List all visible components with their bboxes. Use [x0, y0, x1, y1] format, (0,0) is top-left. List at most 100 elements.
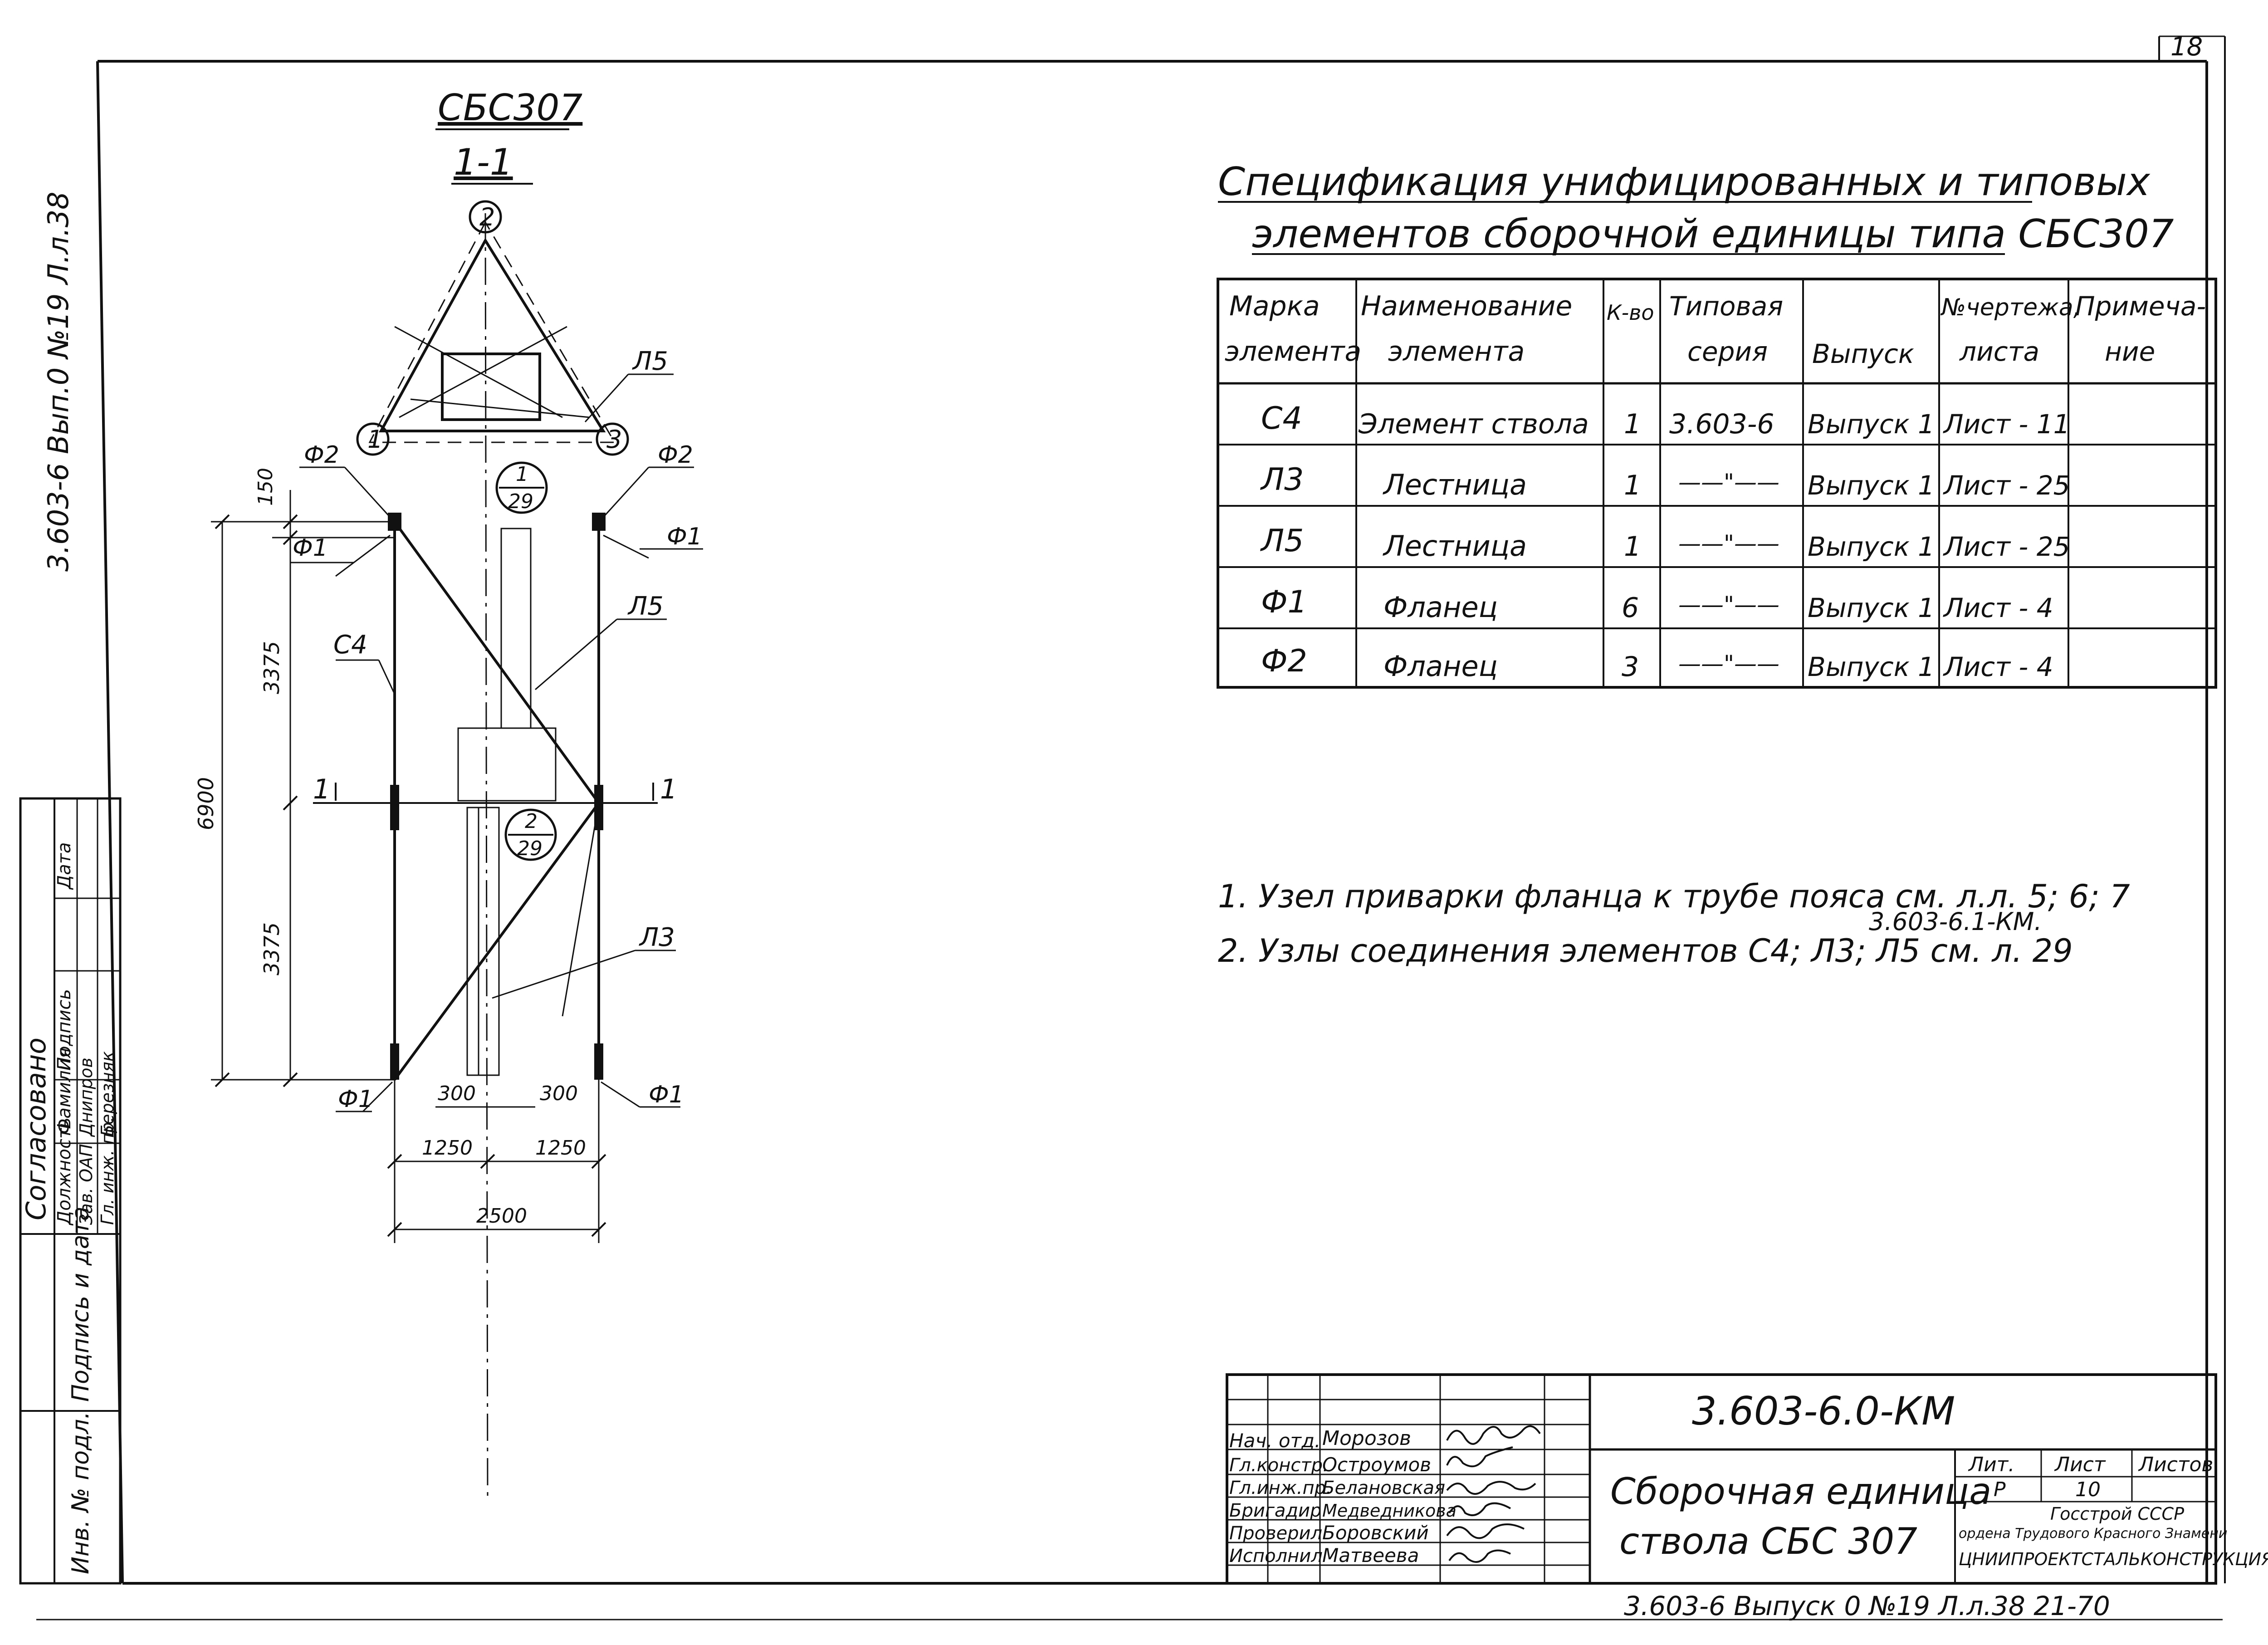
section-label: 1-1: [454, 141, 513, 183]
label-f1-right-top: Ф1: [667, 523, 702, 550]
label-l5-top: Л5: [632, 347, 668, 376]
tb-sheet-value: 10: [2075, 1478, 2101, 1501]
label-f1-right-bottom: Ф1: [649, 1081, 684, 1108]
tb-org-line1: Госстрой СССР: [2050, 1504, 2184, 1524]
node-2-callout: [469, 200, 502, 234]
spec-cell-drawing: Лист - 4: [1943, 592, 2053, 623]
stamp-header-name: Фамилия: [54, 1048, 75, 1134]
vertical-dimensions: [211, 490, 395, 1087]
tb-role-1: Нач. отд.: [1229, 1430, 1320, 1452]
spec-th-mark-1: Марка: [1229, 290, 1320, 322]
ref-1-29-den: 29: [508, 490, 533, 513]
spec-cell-issue: Выпуск 1: [1808, 470, 1935, 501]
label-l5-mid: Л5: [627, 592, 664, 621]
spec-cell-series: 3.603-6: [1669, 408, 1774, 440]
cut-mark-left: 1: [313, 774, 330, 805]
spec-cell-series: ——"——: [1678, 530, 1779, 557]
spec-cell-qty: 3: [1622, 651, 1639, 683]
spec-cell-qty: 1: [1624, 470, 1641, 501]
label-f1-left-top: Ф1: [293, 534, 328, 562]
spec-cell-mark: Ф2: [1261, 643, 1307, 679]
label-l3: Л3: [639, 923, 675, 952]
horizontal-dimensions: [387, 1080, 606, 1243]
spec-th-series-2: серия: [1687, 336, 1768, 367]
tb-sheet-label: Лист: [2054, 1453, 2106, 1476]
spec-cell-drawing: Лист - 25: [1943, 470, 2070, 501]
spec-cell-drawing: Лист - 4: [1943, 651, 2053, 682]
ref-2-29-callout: [504, 808, 557, 861]
node-2-label: 2: [479, 203, 495, 231]
tb-title-line2: ствола СБС 307: [1619, 1520, 1917, 1562]
elevation: [313, 513, 658, 1081]
dim-1250-left: 1250: [422, 1136, 473, 1160]
tb-drawing-code: 3.603-6.0-КМ: [1692, 1389, 1955, 1434]
dim-3375-bottom: 3375: [259, 922, 284, 975]
spec-th-name-1: Наименование: [1361, 290, 1572, 322]
spec-cell-issue: Выпуск 1: [1808, 409, 1935, 440]
tb-role-6: Исполнил: [1229, 1546, 1323, 1567]
spec-row-f2: Ф2 Фланец 3 ——"—— Выпуск 1 Лист - 4: [1261, 643, 2053, 683]
spec-cell-series: ——"——: [1678, 651, 1779, 677]
spec-row-l3: Л3 Лестница 1 ——"—— Выпуск 1 Лист - 25: [1260, 462, 2070, 501]
ref-1-29-num: 1: [516, 463, 528, 486]
spec-cell-mark: С4: [1261, 401, 1302, 436]
stamp-header-signature: Подпись: [54, 989, 75, 1071]
spec-th-series-1: Типовая: [1669, 291, 1783, 322]
node-1-label: 1: [367, 425, 383, 454]
triangle-plan: [368, 213, 616, 1498]
spec-row-l5: Л5 Лестница 1 ——"—— Выпуск 1 Лист - 25: [1260, 523, 2070, 563]
spec-row-c4: С4 Элемент ствола 1 3.603-6 Выпуск 1 Лис…: [1261, 401, 2070, 440]
spec-th-drawing-2: листа: [1959, 336, 2039, 367]
spec-cell-issue: Выпуск 1: [1808, 651, 1935, 682]
stamp-sign-date: Подпись и дата: [67, 1206, 94, 1402]
tb-role-5: Проверил: [1229, 1523, 1322, 1544]
tb-role-3: Гл.инж.пр.: [1229, 1478, 1332, 1498]
spec-cell-name: Фланец: [1383, 650, 1498, 683]
dim-300-left: 300: [438, 1082, 476, 1105]
note-1-sub: 3.603-6.1-КМ.: [1869, 907, 2042, 936]
dim-6900: 6900: [194, 777, 218, 830]
tb-name-5: Боровский: [1322, 1522, 1429, 1544]
spec-title-line1: Спецификация унифицированных и типовых: [1218, 159, 2151, 205]
dim-3375-top: 3375: [259, 641, 284, 694]
spec-cell-name: Элемент ствола: [1358, 408, 1589, 440]
spec-cell-mark: Л5: [1260, 523, 1304, 559]
stamp-row2-position: Гл. инж. пр.: [98, 1116, 117, 1225]
spec-cell-mark: Ф1: [1261, 584, 1307, 620]
spec-th-issue: Выпуск: [1812, 338, 1914, 369]
node-1-callout: [356, 422, 390, 456]
left-stamp: [19, 797, 122, 1585]
spec-cell-series: ——"——: [1678, 592, 1779, 618]
spec-th-note-1: Примеча-: [2075, 291, 2206, 322]
tb-org-line3: ЦНИИПРОЕКТСТАЛЬКОНСТРУКЦИЯ: [1959, 1549, 2268, 1569]
tb-role-4: Бригадир: [1229, 1500, 1321, 1521]
spec-cell-name: Лестница: [1383, 468, 1527, 501]
spec-cell-qty: 1: [1624, 531, 1641, 563]
spec-cell-drawing: Лист - 25: [1943, 531, 2070, 562]
label-f2-left: Ф2: [304, 441, 339, 469]
side-reference: 3.603-6 Вып.0 №19 Л.л.38: [42, 191, 75, 572]
tb-name-1: Морозов: [1322, 1427, 1411, 1450]
spec-cell-name: Лестница: [1383, 529, 1527, 563]
spec-th-note-2: ние: [2105, 336, 2155, 367]
spec-cell-mark: Л3: [1260, 462, 1304, 498]
dim-150: 150: [254, 468, 277, 506]
tb-name-4: Медведникова: [1322, 1501, 1457, 1521]
spec-table: [1217, 278, 2217, 689]
dim-300-right: 300: [540, 1082, 578, 1105]
tb-lit-label: Лит.: [1968, 1453, 2014, 1476]
ref-2-29-num: 2: [525, 810, 538, 833]
tb-org-line2: ордена Трудового Красного Знамени: [1959, 1526, 2227, 1542]
label-f1-left-bottom: Ф1: [338, 1086, 373, 1113]
spec-cell-name: Фланец: [1383, 591, 1498, 624]
spec-th-name-2: элемента: [1388, 336, 1525, 367]
dim-2500: 2500: [476, 1204, 527, 1228]
spec-cell-issue: Выпуск 1: [1808, 592, 1935, 623]
tb-role-2: Гл.констр.: [1229, 1455, 1329, 1476]
spec-cell-issue: Выпуск 1: [1808, 531, 1935, 562]
note-1: 1. Узел приварки фланца к трубе пояса см…: [1218, 878, 2130, 915]
tb-name-2: Остроумов: [1322, 1454, 1431, 1476]
node-3-label: 3: [606, 425, 622, 454]
